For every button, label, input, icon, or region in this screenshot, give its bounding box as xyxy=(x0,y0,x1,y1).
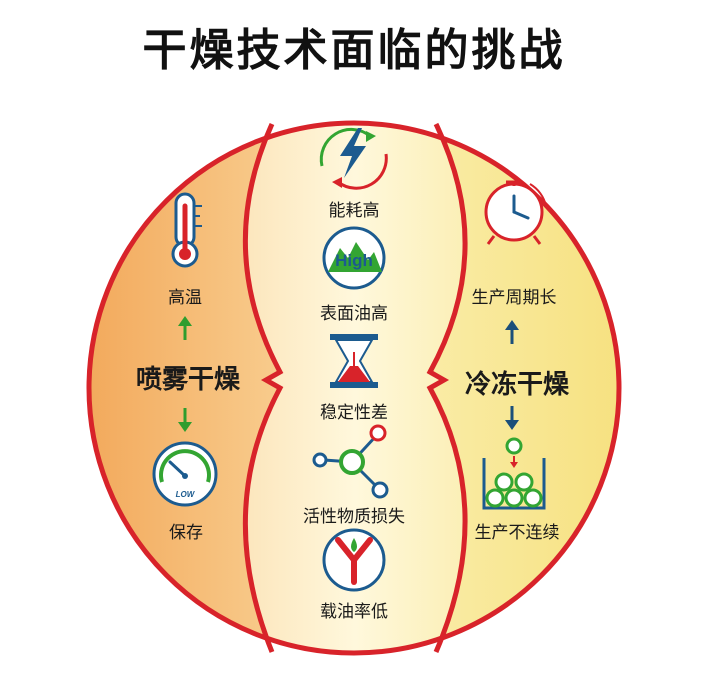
high-mountain-icon: High xyxy=(322,226,386,290)
left-top-label: 高温 xyxy=(168,288,202,308)
arrow-down-green xyxy=(178,408,192,432)
center-label-energy: 能耗高 xyxy=(328,201,380,221)
center-label-active-loss: 活性物质损失 xyxy=(303,507,405,527)
molecule-icon xyxy=(312,424,389,499)
gauge-low-text: LOW xyxy=(176,490,196,499)
right-method-label: 冷冻干燥 xyxy=(464,370,570,400)
funnel-drop-icon xyxy=(322,528,386,592)
high-icon-text: High xyxy=(335,251,373,270)
energy-lightning-icon xyxy=(319,127,388,190)
right-divider-curve xyxy=(426,122,468,653)
left-bottom-label: 保存 xyxy=(169,523,203,543)
alarm-clock-icon xyxy=(484,180,547,245)
arrow-down-navy xyxy=(505,406,519,430)
right-top-label: 生产周期长 xyxy=(471,288,557,308)
gauge-low-icon: LOW xyxy=(152,441,218,507)
right-bottom-label: 生产不连续 xyxy=(474,523,560,543)
center-label-stability: 稳定性差 xyxy=(320,403,388,423)
beaker-balls-icon xyxy=(482,437,546,510)
left-method-label: 喷雾干燥 xyxy=(135,365,241,395)
page-title: 干燥技术面临的挑战 xyxy=(142,25,566,76)
outer-circle xyxy=(86,120,622,656)
center-label-oil-loading: 载油率低 xyxy=(320,602,388,622)
hourglass-icon xyxy=(330,334,378,388)
left-divider-curve xyxy=(242,122,284,653)
arrow-up-navy xyxy=(505,320,519,344)
arrow-up-green xyxy=(178,316,192,340)
center-label-surface-oil: 表面油高 xyxy=(320,304,388,324)
thermometer-icon xyxy=(171,192,202,268)
